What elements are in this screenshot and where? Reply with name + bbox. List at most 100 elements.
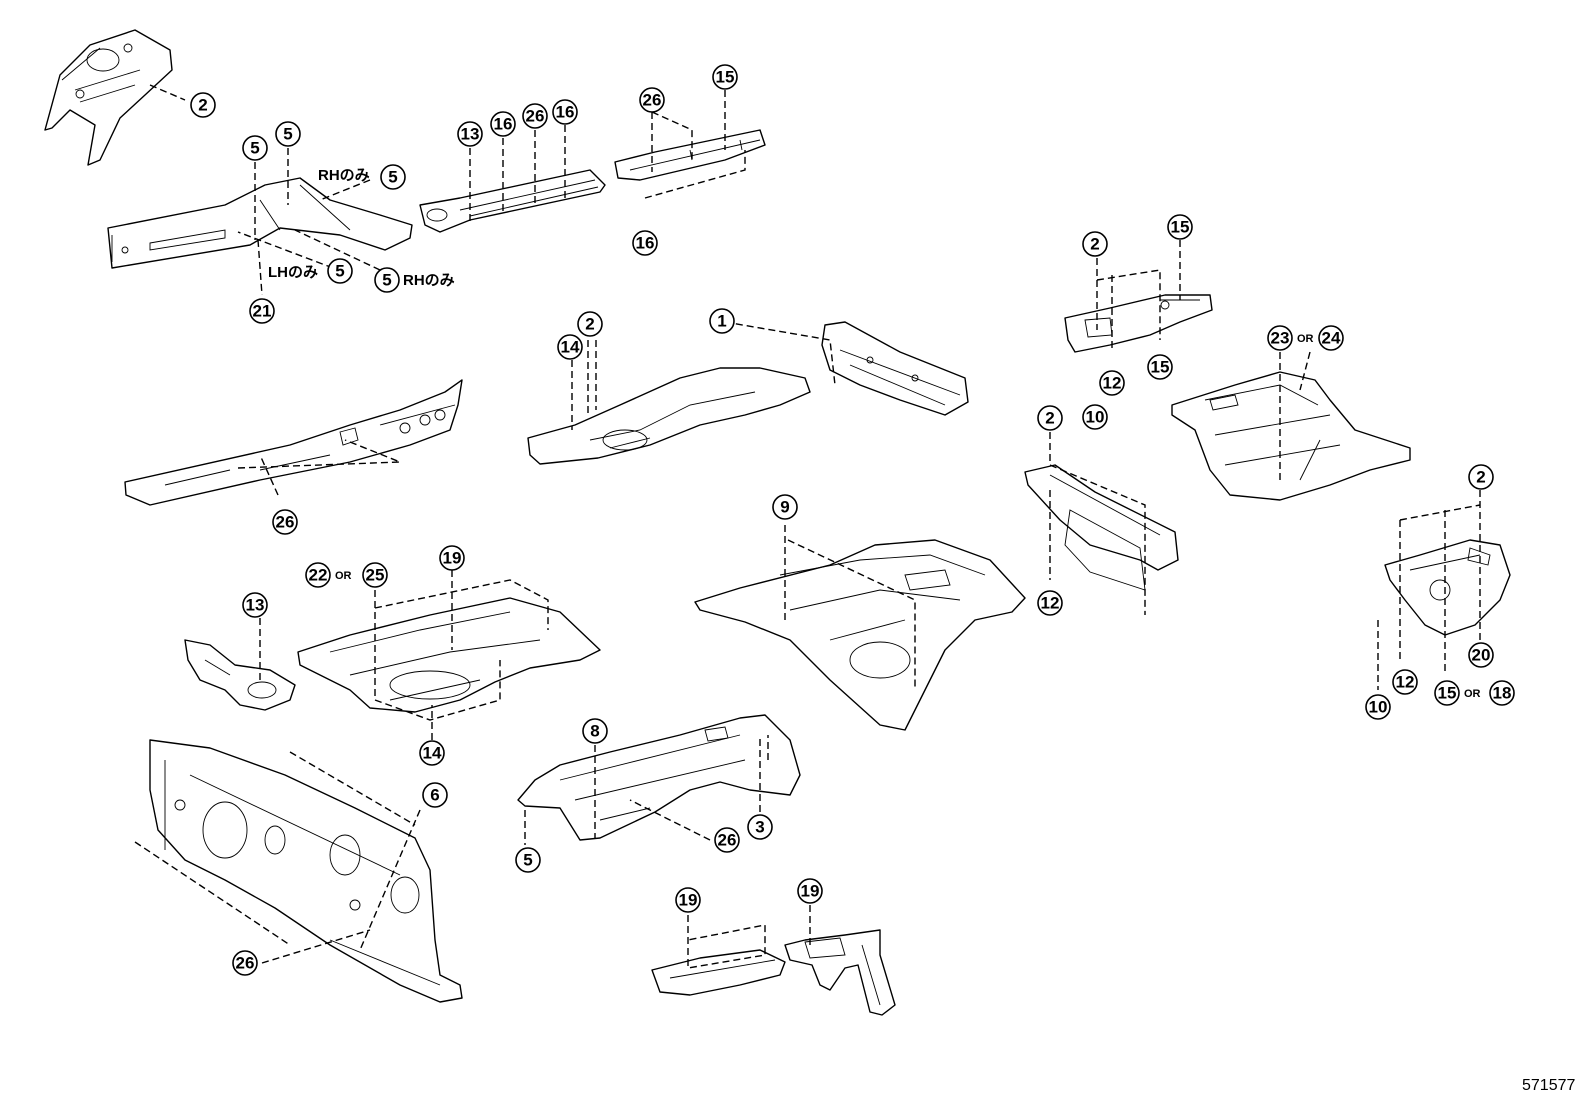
callout-12: 12 xyxy=(1037,590,1063,616)
svg-text:26: 26 xyxy=(526,107,545,126)
svg-text:16: 16 xyxy=(556,103,575,122)
svg-text:20: 20 xyxy=(1472,646,1491,665)
svg-text:16: 16 xyxy=(636,234,655,253)
callout-25: 25 xyxy=(362,562,388,588)
callout-10: 10 xyxy=(1365,694,1391,720)
callouts: 2 5 5 5 5 5 21 13 16 26 16 26 15 16 2 15… xyxy=(190,64,1515,976)
callout-5: 5 xyxy=(374,267,400,293)
callout-6: 6 xyxy=(422,782,448,808)
callout-2: 2 xyxy=(1037,405,1063,431)
svg-text:23: 23 xyxy=(1271,329,1290,348)
svg-text:9: 9 xyxy=(780,498,789,517)
svg-text:26: 26 xyxy=(643,91,662,110)
svg-text:26: 26 xyxy=(276,513,295,532)
callout-5: 5 xyxy=(515,847,541,873)
callout-2: 2 xyxy=(1468,464,1494,490)
svg-text:2: 2 xyxy=(585,315,594,334)
part-floor-tunnel xyxy=(517,714,801,841)
callout-13: 13 xyxy=(457,121,483,147)
callout-15: 15 xyxy=(1167,214,1193,240)
part-front-floor-pan xyxy=(297,597,601,713)
callout-5: 5 xyxy=(327,258,353,284)
part-rear-floor-side-member xyxy=(527,367,811,465)
svg-text:19: 19 xyxy=(801,882,820,901)
svg-text:3: 3 xyxy=(755,818,764,837)
svg-text:12: 12 xyxy=(1396,673,1415,692)
svg-text:2: 2 xyxy=(1045,409,1054,428)
callout-21: 21 xyxy=(249,298,275,324)
callout-12: 12 xyxy=(1392,669,1418,695)
callout-20: 20 xyxy=(1468,642,1494,668)
callout-12: 12 xyxy=(1099,370,1125,396)
svg-text:5: 5 xyxy=(335,262,344,281)
callout-14: 14 xyxy=(419,740,445,766)
part-floor-side-member xyxy=(124,379,463,506)
or-label: OR xyxy=(1297,333,1314,345)
svg-text:6: 6 xyxy=(430,786,439,805)
svg-text:15: 15 xyxy=(716,68,735,87)
callout-26: 26 xyxy=(272,509,298,535)
svg-text:19: 19 xyxy=(443,549,462,568)
callout-2: 2 xyxy=(577,311,603,337)
svg-text:15: 15 xyxy=(1438,684,1457,703)
callout-16: 16 xyxy=(552,99,578,125)
note-lh-only: LHのみ xyxy=(268,264,318,281)
callout-5: 5 xyxy=(275,121,301,147)
callout-2: 2 xyxy=(190,92,216,118)
callout-26: 26 xyxy=(232,950,258,976)
callout-15: 15 xyxy=(712,64,738,90)
part-floor-side-rail xyxy=(614,129,766,181)
part-rear-floor-pan xyxy=(1171,371,1411,501)
callout-8: 8 xyxy=(582,718,608,744)
svg-text:21: 21 xyxy=(253,302,272,321)
part-front-side-member xyxy=(107,177,413,269)
part-apron-upper xyxy=(44,29,173,166)
callout-19: 19 xyxy=(675,887,701,913)
callout-24: 24 xyxy=(1318,325,1344,351)
callout-15: 15 xyxy=(1147,354,1173,380)
svg-text:13: 13 xyxy=(246,596,265,615)
svg-text:26: 26 xyxy=(236,954,255,973)
svg-text:10: 10 xyxy=(1369,698,1388,717)
callout-19: 19 xyxy=(439,545,465,571)
note-rh-only: RHのみ xyxy=(318,167,370,184)
svg-text:5: 5 xyxy=(388,168,397,187)
svg-text:19: 19 xyxy=(679,891,698,910)
part-floor-pan-9 xyxy=(694,539,1026,731)
callout-26: 26 xyxy=(639,87,665,113)
part-reinforcement-19a xyxy=(651,949,786,996)
svg-text:18: 18 xyxy=(1493,684,1512,703)
callout-13: 13 xyxy=(242,592,268,618)
svg-text:13: 13 xyxy=(461,125,480,144)
callout-9: 9 xyxy=(772,494,798,520)
callout-26: 26 xyxy=(714,827,740,853)
svg-text:5: 5 xyxy=(250,139,259,158)
callout-3: 3 xyxy=(747,814,773,840)
or-label: OR xyxy=(335,570,352,582)
svg-text:14: 14 xyxy=(561,338,580,357)
callout-10: 10 xyxy=(1082,404,1108,430)
svg-text:24: 24 xyxy=(1322,329,1341,348)
svg-text:8: 8 xyxy=(590,722,599,741)
callout-5: 5 xyxy=(242,135,268,161)
svg-text:5: 5 xyxy=(523,851,532,870)
svg-text:5: 5 xyxy=(382,271,391,290)
leader-lines xyxy=(134,84,1481,969)
svg-text:2: 2 xyxy=(198,96,207,115)
callout-18: 18 xyxy=(1489,680,1515,706)
part-reinforcement-19b xyxy=(784,929,896,1016)
note-rh-only: RHのみ xyxy=(403,272,455,289)
svg-text:15: 15 xyxy=(1171,218,1190,237)
svg-text:1: 1 xyxy=(717,312,726,331)
part-wheelhouse xyxy=(1024,464,1179,591)
part-bracket-13 xyxy=(184,639,296,711)
callout-14: 14 xyxy=(557,334,583,360)
callout-26: 26 xyxy=(522,103,548,129)
part-crossmember-1 xyxy=(821,321,969,416)
callout-1: 1 xyxy=(709,308,735,334)
callout-19: 19 xyxy=(797,878,823,904)
callout-5: 5 xyxy=(380,164,406,190)
callout-22: 22 xyxy=(305,562,331,588)
svg-text:22: 22 xyxy=(309,566,328,585)
